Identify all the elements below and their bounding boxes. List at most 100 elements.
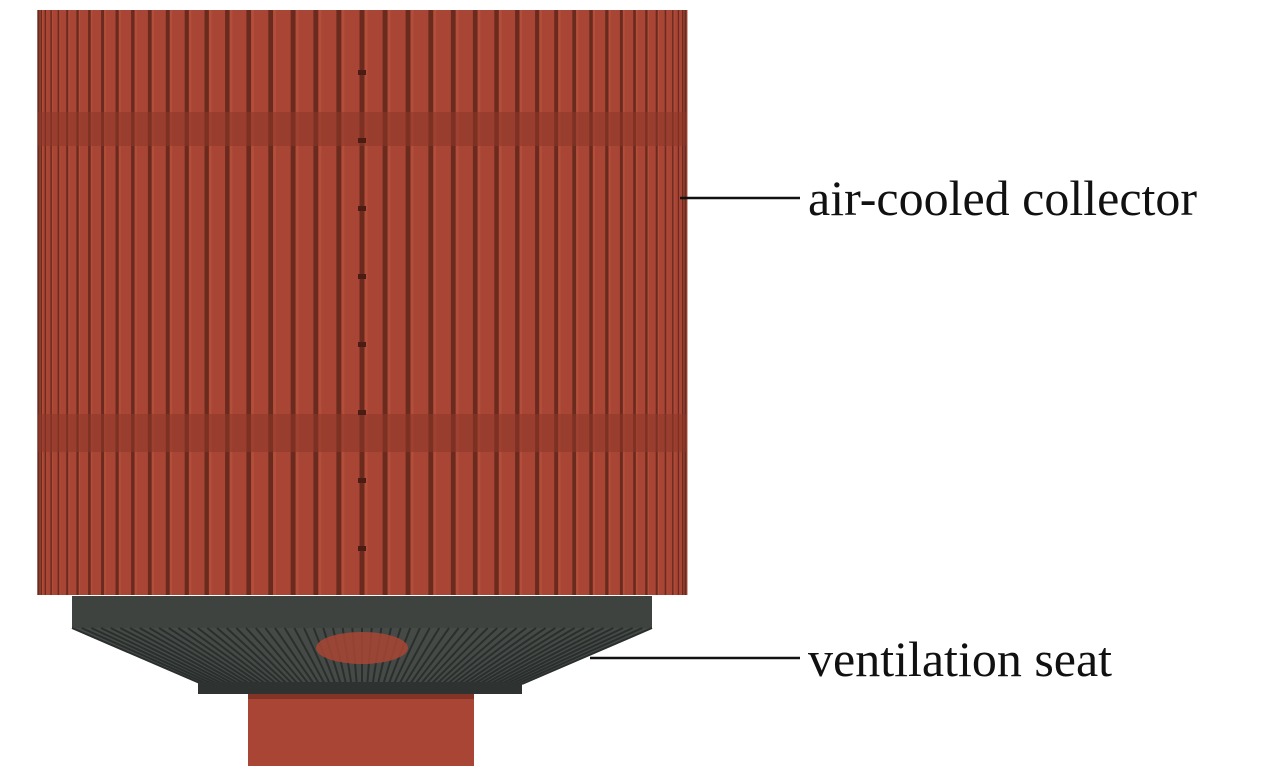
seat-slat: [158, 627, 251, 685]
collector-dot: [358, 478, 366, 483]
collector-fin-highlight: [410, 10, 414, 595]
collector-fin-highlight: [477, 10, 481, 595]
seat-slat: [264, 627, 310, 685]
collector-fin-highlight: [208, 10, 212, 595]
collector-fin: [88, 10, 91, 595]
collector-fin-highlight: [42, 10, 43, 595]
collector-fin-highlight: [539, 10, 542, 595]
collector-fin: [57, 10, 60, 595]
collector-dot: [358, 70, 366, 75]
collector-fin-highlight: [647, 10, 649, 595]
seat-slat: [235, 627, 294, 685]
ventilation-seat: [71, 596, 653, 694]
collector-fin-highlight: [519, 10, 523, 595]
seat-slat: [521, 627, 653, 685]
seat-slat: [110, 627, 224, 685]
collector-fin: [44, 10, 47, 595]
collector-fin: [268, 10, 274, 595]
seat-slat: [293, 627, 326, 685]
collector-fin: [405, 10, 411, 595]
collector-fin: [535, 10, 540, 595]
seat-slat: [414, 627, 460, 685]
seat-slat: [452, 627, 527, 685]
seat-slat: [430, 627, 489, 685]
seat-slat: [254, 627, 305, 685]
collector-fin: [382, 10, 388, 595]
seat-slat: [139, 627, 240, 685]
collector-fin-highlight: [592, 10, 595, 595]
collector-fin: [664, 10, 667, 595]
seat-slat: [494, 627, 605, 685]
seat-slat: [516, 627, 643, 685]
collector-fin: [645, 10, 648, 595]
seat-slat: [393, 627, 421, 685]
collector-fin: [336, 10, 342, 595]
collector-dot: [358, 546, 366, 551]
collector-fin-highlight: [68, 10, 70, 595]
collector-fin: [50, 10, 52, 595]
seat-bottom-rim: [198, 682, 522, 694]
collector-fin-highlight: [134, 10, 137, 595]
seat-slat: [457, 627, 537, 685]
collector-fin: [572, 10, 577, 595]
seat-slat: [274, 627, 315, 685]
collector-fin: [66, 10, 69, 595]
seat-slat: [71, 627, 203, 685]
seat-slat: [119, 627, 230, 685]
collector-fin: [37, 10, 39, 595]
seat-slat: [510, 627, 634, 685]
collector-fin-highlight: [229, 10, 233, 595]
seat-slat: [245, 627, 299, 685]
collector-dot: [358, 274, 366, 279]
collector-fins: [37, 10, 688, 595]
collector-fin-highlight: [169, 10, 173, 595]
collector-fin-highlight: [558, 10, 561, 595]
collector-fin: [619, 10, 623, 595]
seat-slat: [216, 627, 283, 685]
collector-groove-lower: [38, 414, 686, 452]
collector-fin-highlight: [455, 10, 459, 595]
collector-fin: [184, 10, 189, 595]
collector-fin: [682, 10, 684, 595]
collector-fin-highlight: [51, 10, 53, 595]
seat-slat: [90, 627, 214, 685]
seat-slat: [419, 627, 470, 685]
collector-fin-highlight: [151, 10, 154, 595]
seat-slat: [303, 627, 331, 685]
collector-fin: [672, 10, 674, 595]
seat-slat: [398, 627, 431, 685]
collector-fin: [685, 10, 687, 595]
base-shadow: [248, 694, 474, 699]
seat-slat: [462, 627, 547, 685]
collector-fin-highlight: [39, 10, 41, 595]
collector-fin: [225, 10, 230, 595]
seat-center-opening: [316, 632, 408, 664]
collector-fin-highlight: [635, 10, 638, 595]
collector-fin: [515, 10, 520, 595]
seat-slat: [409, 627, 450, 685]
collector-fin-highlight: [341, 10, 345, 595]
collector-dot: [358, 342, 366, 347]
seat-slat: [187, 627, 267, 685]
collector-fin: [428, 10, 434, 595]
collector-fin-highlight: [686, 10, 688, 595]
collector-fin-highlight: [59, 10, 61, 595]
seat-slat: [505, 627, 624, 685]
seat-slat: [446, 627, 518, 685]
collector-fin: [677, 10, 680, 595]
seat-slat: [436, 627, 498, 685]
collector-fin: [165, 10, 170, 595]
collector-fin: [38, 10, 40, 595]
collector-fin-highlight: [498, 10, 502, 595]
base-block: [248, 694, 474, 766]
collector-dot: [358, 206, 366, 211]
seat-slat: [148, 627, 246, 685]
collector-fin: [472, 10, 478, 595]
seat-slat: [129, 627, 235, 685]
collector-fin: [359, 10, 365, 595]
collector-fin-highlight: [673, 10, 675, 595]
collector-fin: [115, 10, 119, 595]
collector-fin: [204, 10, 209, 595]
collector-fin-highlight: [683, 10, 685, 595]
